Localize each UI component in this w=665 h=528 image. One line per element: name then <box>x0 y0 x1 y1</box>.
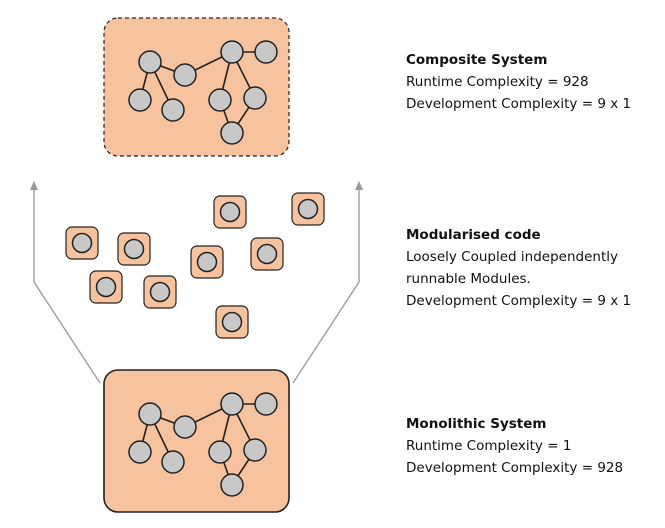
monolithic-development-complexity: Development Complexity = 928 <box>406 460 624 476</box>
modules-group <box>65 192 325 339</box>
module-node <box>95 276 117 298</box>
graph-node <box>208 88 232 112</box>
modular-description: Modularised code Loosely Coupled indepen… <box>406 224 631 312</box>
graph-node <box>243 438 267 462</box>
left-arrow <box>30 181 101 384</box>
composite-node-graph <box>128 40 278 145</box>
graph-node <box>254 40 278 64</box>
monolithic-title: Monolithic System <box>406 416 547 432</box>
composite-development-complexity: Development Complexity = 9 x 1 <box>406 96 632 112</box>
graph-node <box>254 392 278 416</box>
graph-node <box>173 63 197 87</box>
modular-line-2: runnable Modules. <box>406 271 531 287</box>
graph-node <box>173 415 197 439</box>
module-node <box>149 281 171 303</box>
modular-development-complexity: Development Complexity = 9 x 1 <box>406 293 632 309</box>
module-node <box>219 201 241 223</box>
monolithic-node-graph <box>128 392 278 497</box>
module-node <box>123 238 145 260</box>
graph-node <box>220 121 244 145</box>
graph-node <box>128 440 152 464</box>
monolithic-runtime-complexity: Runtime Complexity = 1 <box>406 438 572 454</box>
graph-node <box>220 40 244 64</box>
module-node <box>71 232 93 254</box>
module-node <box>221 311 243 333</box>
graph-node <box>243 86 267 110</box>
graph-node <box>138 402 162 426</box>
graph-node <box>220 392 244 416</box>
modular-title: Modularised code <box>406 227 541 243</box>
module-node <box>256 243 278 265</box>
composite-system-box <box>103 17 290 157</box>
module-node <box>297 198 319 220</box>
modular-line-1: Loosely Coupled independently <box>406 249 618 265</box>
graph-node <box>161 450 185 474</box>
graph-node <box>161 98 185 122</box>
module-node <box>196 251 218 273</box>
composite-runtime-complexity: Runtime Complexity = 928 <box>406 74 589 90</box>
right-arrow <box>292 181 363 384</box>
graph-node <box>220 473 244 497</box>
graph-node <box>138 50 162 74</box>
graph-node <box>128 88 152 112</box>
monolithic-description: Monolithic System Runtime Complexity = 1… <box>406 413 623 479</box>
composite-title: Composite System <box>406 52 548 68</box>
composite-description: Composite System Runtime Complexity = 92… <box>406 49 631 115</box>
graph-node <box>208 440 232 464</box>
